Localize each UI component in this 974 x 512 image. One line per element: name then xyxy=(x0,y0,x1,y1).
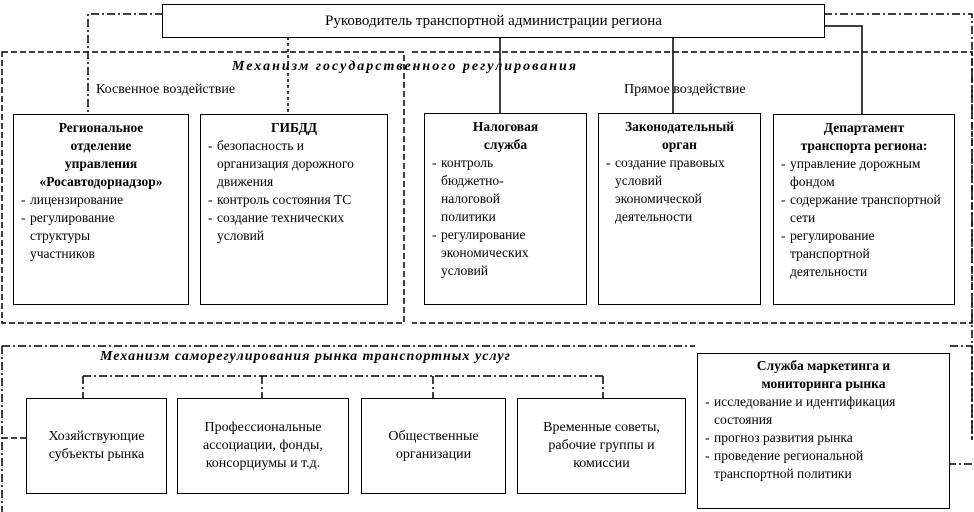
dept-list: управление дорожным фондом содержание тр… xyxy=(778,155,950,281)
marketing-list: исследование и идентификация состояния п… xyxy=(702,393,945,483)
gibdd-title: ГИБДД xyxy=(270,120,318,135)
list-item: создание технических условий xyxy=(205,209,383,245)
tax-title: Налоговая служба xyxy=(472,119,539,152)
dept-box: Департамент транспорта региона: управлен… xyxy=(773,114,955,305)
list-item: безопасность и организация дорожного дви… xyxy=(205,137,383,191)
list-item: контроль бюджетно-налоговой политики xyxy=(429,154,582,226)
list-item: прогноз развития рынка xyxy=(702,429,945,447)
tax-box: Налоговая служба контроль бюджетно-налог… xyxy=(424,113,587,305)
rosavto-box: Региональное отделение управления «Росав… xyxy=(13,114,189,305)
list-item: регулирование структуры участников xyxy=(18,209,184,263)
self-box-public-orgs: Общественные организации xyxy=(361,398,506,494)
list-item: регулирование транспортной деятельности xyxy=(778,227,950,281)
connector-head-rosavto xyxy=(87,13,163,114)
tax-list: контроль бюджетно-налоговой политики рег… xyxy=(429,154,582,280)
gibdd-list: безопасность и организация дорожного дви… xyxy=(205,137,383,245)
connector-head-dept xyxy=(824,25,863,114)
marketing-box: Служба маркетинга и мониторинга рынка ис… xyxy=(697,353,950,509)
state-mechanism-title: Механизм государственного регулирования xyxy=(232,59,578,74)
list-item: контроль состояния ТС xyxy=(205,191,383,209)
head-title: Руководитель транспортной администрации … xyxy=(325,13,662,29)
self-mechanism-title: Механизм саморегулирования рынка транспо… xyxy=(100,349,511,364)
rosavto-title: Региональное отделение управления «Росав… xyxy=(39,120,163,189)
list-item: лицензирование xyxy=(18,191,184,209)
self-box-councils: Временные советы, рабочие группы и комис… xyxy=(517,398,686,494)
legis-title: Законодательный орган xyxy=(624,119,735,152)
dept-title: Департамент транспорта региона: xyxy=(800,120,928,153)
marketing-title: Служба маркетинга и мониторинга рынка xyxy=(756,358,891,391)
list-item: проведение региональной транспортной пол… xyxy=(702,447,945,483)
list-item: создание правовых условий экономической … xyxy=(603,154,756,226)
self-box-subjects: Хозяйствующие субъекты рынка xyxy=(26,398,167,494)
direct-label: Прямое воздействие xyxy=(624,82,746,97)
self-box-associations: Профессиональные ассоциации, фонды, конс… xyxy=(177,398,349,494)
list-item: содержание транспортной сети xyxy=(778,191,950,227)
rosavto-list: лицензирование регулирование структуры у… xyxy=(18,191,184,263)
gibdd-box: ГИБДД безопасность и организация дорожно… xyxy=(200,114,388,305)
legis-box: Законодательный орган создание правовых … xyxy=(598,113,761,305)
indirect-frame xyxy=(1,51,405,324)
head-box: Руководитель транспортной администрации … xyxy=(162,4,825,38)
indirect-label: Косвенное воздействие xyxy=(96,82,236,97)
legis-list: создание правовых условий экономической … xyxy=(603,154,756,226)
list-item: исследование и идентификация состояния xyxy=(702,393,945,429)
list-item: управление дорожным фондом xyxy=(778,155,950,191)
connector-head-marketing xyxy=(824,13,973,465)
list-item: регулирование экономических условий xyxy=(429,226,582,280)
